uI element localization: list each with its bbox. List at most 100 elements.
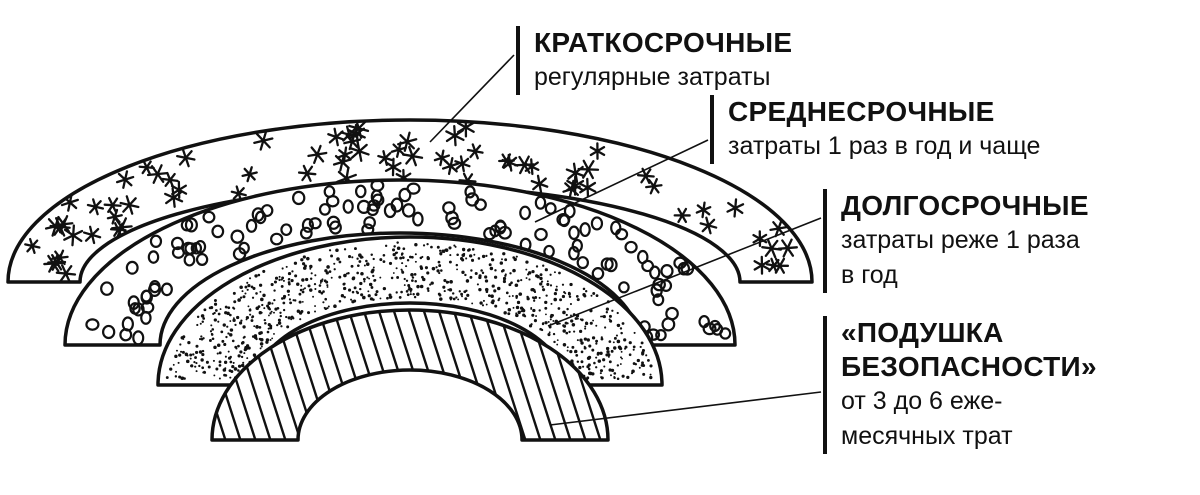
speckle-dot xyxy=(294,274,298,278)
speckle-dot xyxy=(246,281,249,284)
speckle-dot xyxy=(503,278,506,281)
asterisk-mark xyxy=(176,148,196,168)
speckle-dot xyxy=(227,306,231,310)
speckle-dot xyxy=(405,290,409,293)
speckle-dot xyxy=(470,269,473,272)
speckle-dot xyxy=(258,325,262,329)
speckle-dot xyxy=(325,271,329,275)
asterisk-mark xyxy=(726,198,745,218)
circle-mark xyxy=(568,225,580,241)
speckle-dot xyxy=(177,361,180,364)
speckle-dot xyxy=(351,300,355,304)
speckle-dot xyxy=(222,323,226,327)
speckle-dot xyxy=(595,339,599,343)
speckle-dot xyxy=(533,319,538,323)
speckle-dot xyxy=(591,336,596,340)
speckle-dot xyxy=(595,342,598,345)
speckle-dot xyxy=(414,253,417,256)
asterisk-mark xyxy=(24,237,41,255)
speckle-dot xyxy=(215,367,219,371)
speckle-dot xyxy=(350,264,354,268)
label-safety-cushion-title-line2: БЕЗОПАСНОСТИ» xyxy=(841,351,1097,382)
speckle-dot xyxy=(348,255,352,259)
speckle-dot xyxy=(471,248,475,251)
speckle-dot xyxy=(208,339,212,342)
circle-mark xyxy=(371,193,385,207)
asterisk-mark xyxy=(349,140,370,162)
label-medium-term-desc: затраты 1 раз в год и чаще xyxy=(728,132,1041,160)
speckle-dot xyxy=(585,290,588,293)
speckle-dot xyxy=(379,297,382,300)
speckle-dot xyxy=(576,360,580,363)
speckle-dot xyxy=(227,332,230,335)
speckle-dot xyxy=(358,253,362,257)
speckle-dot xyxy=(367,294,371,298)
speckle-dot xyxy=(626,375,630,379)
speckle-dot xyxy=(542,288,546,292)
speckle-dot xyxy=(269,338,272,341)
asterisk-mark xyxy=(332,152,352,172)
speckle-dot xyxy=(250,285,254,289)
speckle-dot xyxy=(351,256,354,259)
speckle-dot xyxy=(219,308,222,311)
speckle-dot xyxy=(502,279,507,284)
asterisk-mark xyxy=(530,174,549,194)
speckle-dot xyxy=(372,298,375,301)
circle-mark xyxy=(442,201,456,215)
speckle-dot xyxy=(328,270,332,273)
speckle-dot xyxy=(580,350,584,354)
speckle-dot xyxy=(388,261,393,265)
circle-mark xyxy=(125,260,139,275)
speckle-dot xyxy=(528,278,531,281)
speckle-dot xyxy=(616,324,619,327)
circle-mark xyxy=(183,253,196,267)
speckle-dot xyxy=(547,333,551,337)
speckle-dot xyxy=(231,364,235,369)
label-long-term: ДОЛГОСРОЧНЫЕ затраты реже 1 раза в год xyxy=(823,189,1200,293)
speckle-dot xyxy=(325,280,329,284)
speckle-dot xyxy=(448,246,452,250)
circle-mark xyxy=(698,315,710,329)
speckle-dot xyxy=(562,310,566,315)
speckle-dot xyxy=(456,268,458,271)
circle-mark xyxy=(618,281,630,294)
speckle-dot xyxy=(301,290,305,294)
speckle-dot xyxy=(243,335,246,339)
circle-mark xyxy=(149,234,163,249)
speckle-dot xyxy=(514,283,519,288)
speckle-dot xyxy=(452,297,456,301)
speckle-dot xyxy=(248,308,252,312)
asterisk-mark xyxy=(753,255,771,275)
speckle-dot xyxy=(571,345,575,349)
speckle-dot xyxy=(338,275,342,279)
speckle-dot xyxy=(321,278,324,281)
circle-mark xyxy=(195,253,209,266)
speckle-dot xyxy=(566,346,569,349)
speckle-dot xyxy=(621,374,625,378)
speckle-dot xyxy=(351,290,355,294)
circle-mark xyxy=(308,217,322,230)
speckle-dot xyxy=(649,375,653,380)
circle-mark xyxy=(245,218,258,233)
circle-mark xyxy=(383,203,397,219)
speckle-dot xyxy=(508,295,511,298)
speckle-dot xyxy=(438,293,442,297)
speckle-dot xyxy=(360,272,364,276)
speckle-dot xyxy=(605,311,608,314)
layer-long-arc xyxy=(156,235,664,387)
speckle-dot xyxy=(620,350,623,353)
speckle-dot xyxy=(603,365,606,368)
speckle-dot xyxy=(515,313,519,318)
speckle-dot xyxy=(406,259,410,262)
speckle-dot xyxy=(195,370,198,373)
speckle-dot xyxy=(439,251,443,256)
speckle-dot xyxy=(414,260,417,263)
speckle-dot xyxy=(454,245,457,248)
speckle-dot xyxy=(504,258,508,262)
speckle-dot xyxy=(611,309,614,312)
speckle-dot xyxy=(466,279,469,282)
speckle-dot xyxy=(255,325,259,328)
asterisk-mark xyxy=(589,142,606,160)
asterisk-mark xyxy=(47,253,67,271)
speckle-dot xyxy=(200,335,203,338)
